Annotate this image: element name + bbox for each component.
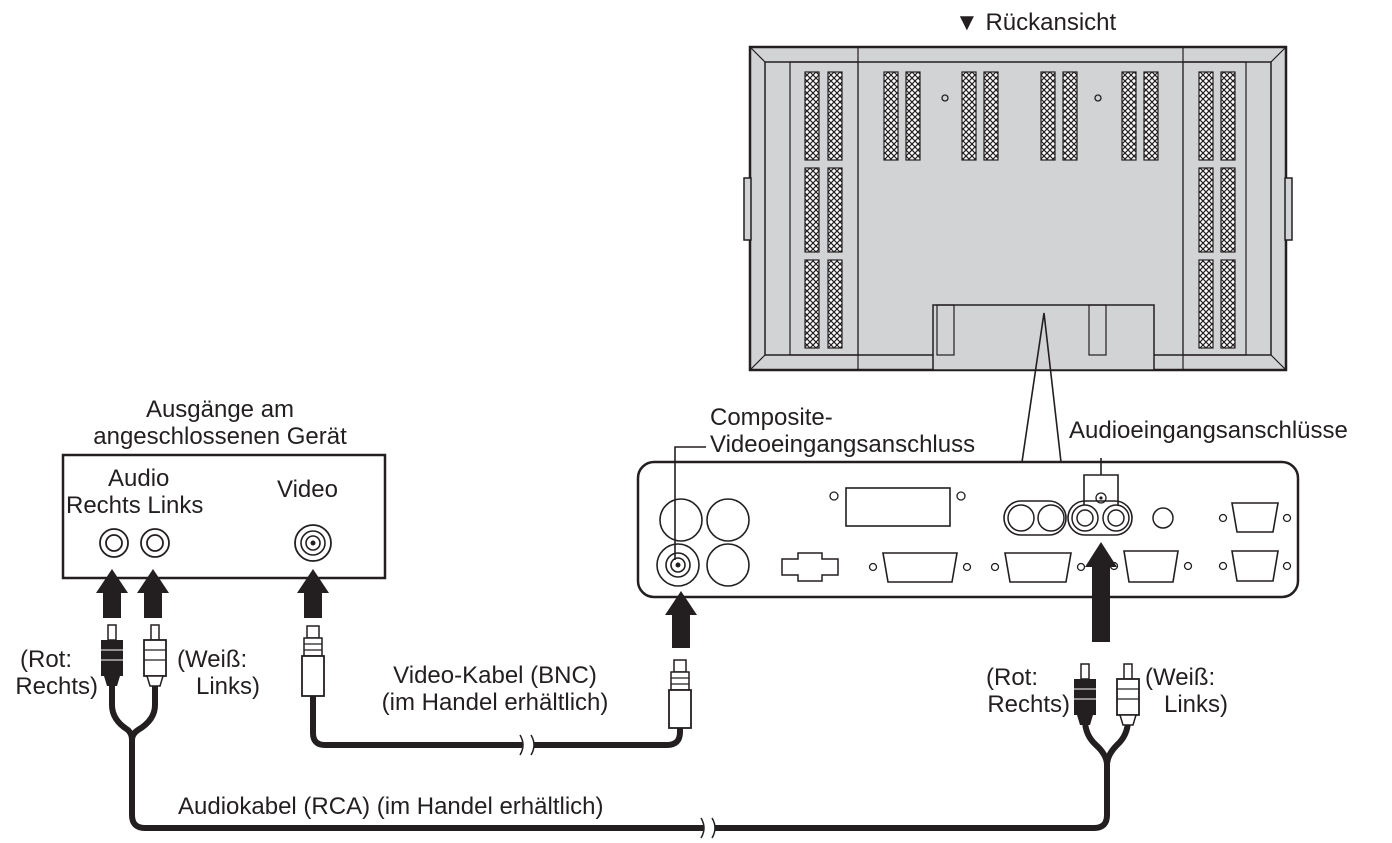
audio-out-left-jack (140, 528, 170, 558)
rear-view-title: ▼ Rückansicht (955, 9, 1117, 36)
right-white-plug-label: (Weiß: Links) (1145, 664, 1229, 718)
video-out-bnc-jack (294, 524, 332, 562)
triangle-down-icon: ▼ (955, 9, 979, 36)
right-red-plug-label: (Rot: Rechts) (986, 664, 1070, 718)
rca-plug-white-left (143, 624, 167, 687)
left-red-plug-label: (Rot: Rechts) (15, 646, 98, 700)
source-device-title: Ausgänge am angeschlossenen Gerät (93, 396, 347, 450)
left-white-plug-label: (Weiß: Links) (177, 646, 261, 700)
vent-grille-right (1198, 71, 1236, 349)
vent-grille-top (883, 71, 1159, 161)
video-label: Video (277, 476, 338, 503)
monitor-rear-view (743, 45, 1293, 372)
source-device (61, 453, 387, 580)
audio-out-right-jack (99, 528, 129, 558)
audio-inputs-label: Audioeingangsanschlüsse (1069, 417, 1348, 444)
terminal-panel (636, 460, 1300, 599)
bnc-input-jack (656, 543, 700, 587)
zoom-callout (1021, 312, 1062, 463)
composite-leader-line (674, 446, 706, 560)
composite-input-label: Composite- Videoeingangsanschluss (710, 404, 976, 458)
cable-break-marks (519, 734, 716, 839)
audio-label: Audio (108, 465, 170, 492)
rca-plug-red-left (101, 624, 123, 686)
audio-right-label: Rechts Links (66, 492, 204, 519)
rca-plug-white-right (1116, 663, 1140, 726)
rca-plug-red-right (1074, 663, 1096, 725)
cables (109, 681, 1131, 831)
bnc-plug-source (301, 625, 325, 697)
bnc-plug-monitor (668, 659, 692, 729)
audio-input-jacks (1067, 492, 1133, 536)
video-cable-label: Video-Kabel (BNC) (im Handel erhältlich) (381, 662, 609, 716)
insertion-arrows (96, 542, 1117, 648)
audio-cable-label: Audiokabel (RCA) (im Handel erhältlich) (178, 793, 604, 820)
vent-grille-left (804, 71, 843, 349)
